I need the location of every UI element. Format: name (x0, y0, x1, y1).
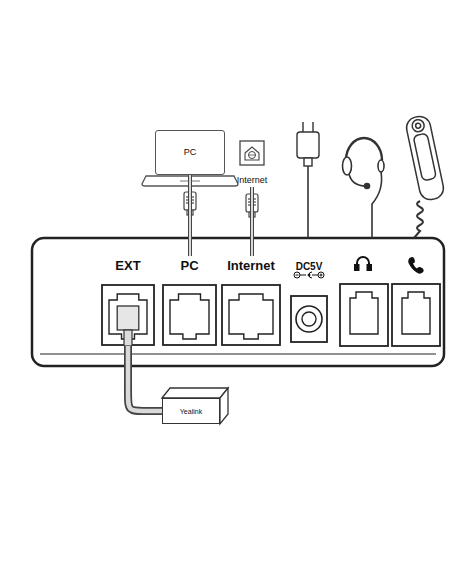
port-label: DC5V (296, 261, 323, 273)
pc-port: PC (161, 256, 218, 346)
dc-port: DC5V (289, 256, 329, 350)
handset (405, 114, 446, 238)
internet-symbol (239, 140, 265, 166)
cable-core (251, 187, 253, 256)
cable (128, 346, 162, 411)
brand-label: Yealink (180, 407, 202, 416)
dc-jack (290, 288, 328, 350)
port-label: Internet (227, 258, 275, 273)
device-label: Internet (237, 175, 268, 186)
rj45-jack (101, 284, 155, 346)
ext-module: Yealink (162, 398, 220, 424)
cable (188, 175, 192, 256)
cable-group (252, 187, 253, 256)
rj9-jack (392, 284, 440, 346)
port-label: PC (180, 258, 198, 273)
ext-port: EXT (100, 256, 156, 346)
panel-edge (40, 353, 436, 354)
cable-group (190, 175, 191, 256)
headset-icon (355, 257, 371, 270)
rj45-jack (221, 284, 281, 346)
cable (250, 187, 254, 256)
internet-port: Internet (220, 256, 282, 346)
rj45-jack (162, 284, 217, 346)
power-adapter (297, 122, 319, 238)
cable-group (128, 346, 162, 411)
headset (343, 138, 385, 238)
cable-core (128, 346, 162, 411)
handset-icon (408, 257, 423, 274)
laptop-screen: PC (155, 130, 225, 175)
module-top (162, 388, 228, 398)
module-side (220, 388, 228, 424)
phone-panel (32, 238, 444, 366)
polarity-symbol (294, 272, 324, 278)
device-label: PC (184, 147, 197, 158)
internet-icon: Internet (228, 140, 276, 187)
port-label: EXT (115, 258, 140, 273)
cable-core (189, 175, 191, 256)
rj9-jack (340, 284, 388, 346)
